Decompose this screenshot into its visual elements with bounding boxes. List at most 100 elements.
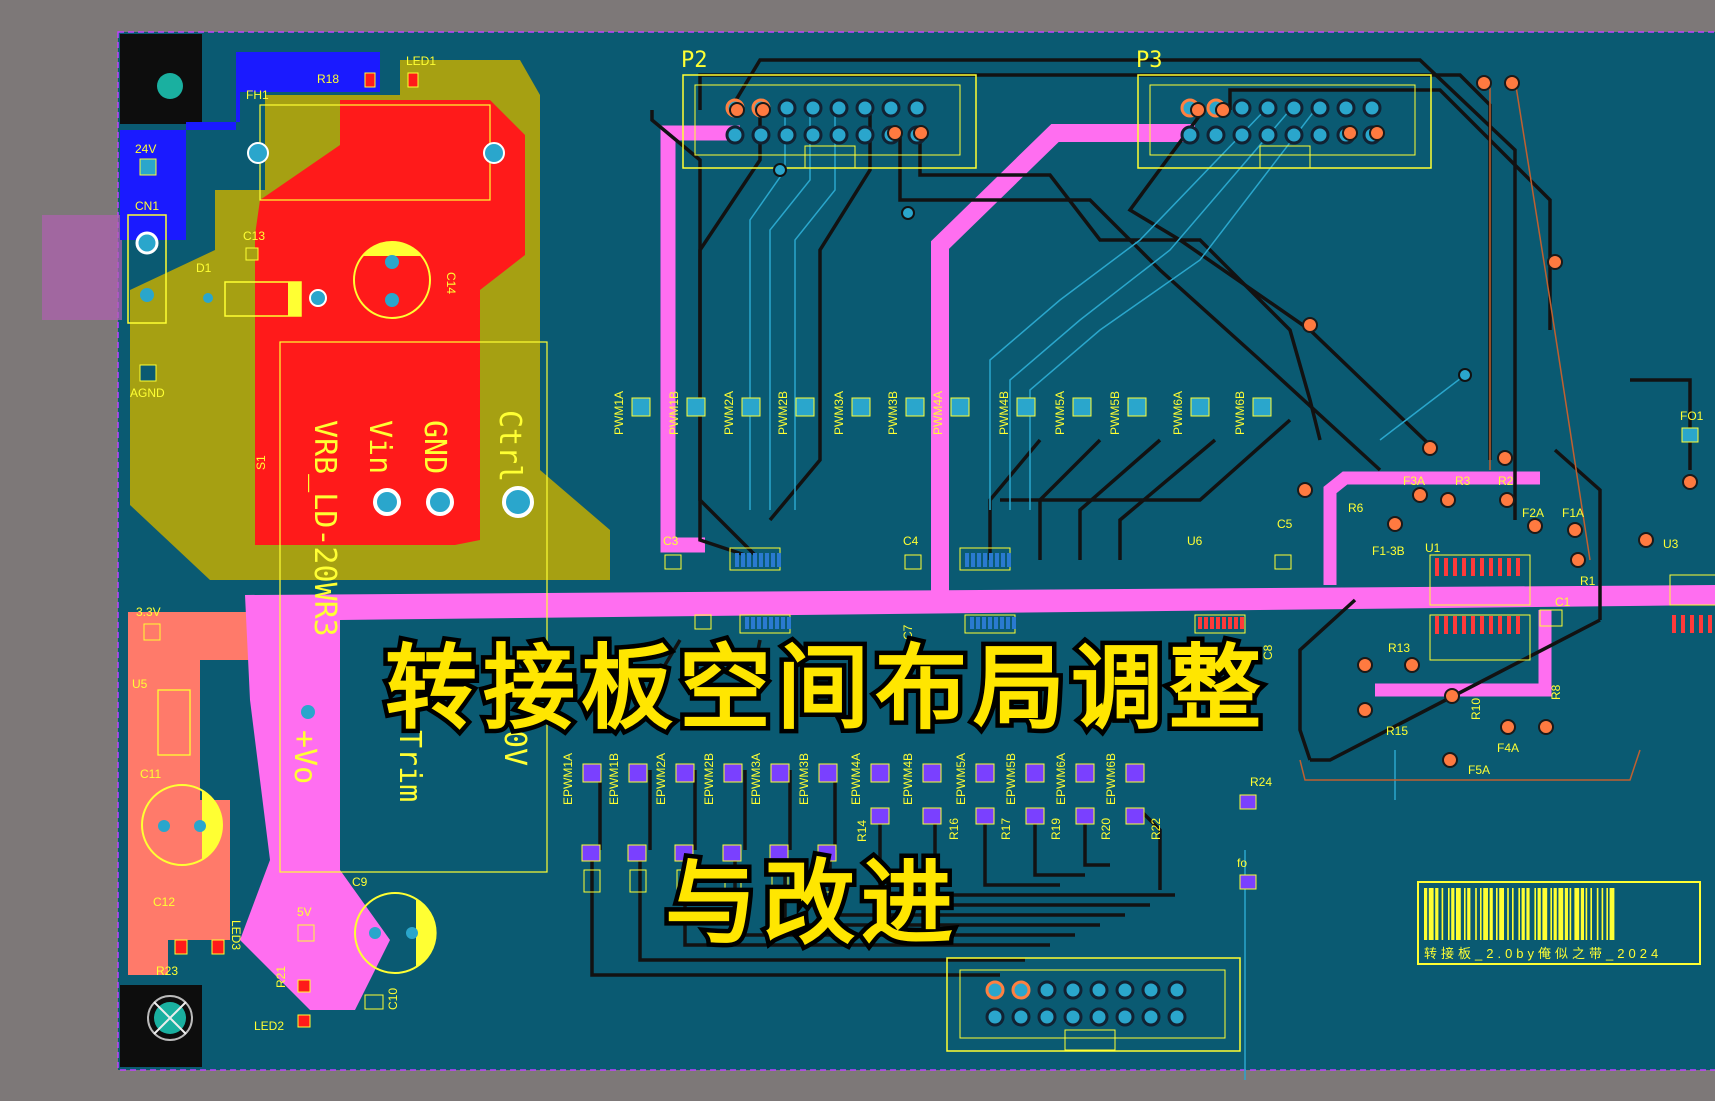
- connector-pin: [1011, 1007, 1031, 1027]
- vias: [729, 75, 1698, 768]
- resistor-pad: [1125, 807, 1145, 825]
- pad: [135, 231, 159, 255]
- connector-pin: [829, 98, 849, 118]
- via: [1682, 474, 1698, 490]
- resistor-pad: [722, 844, 742, 862]
- connector-p2[interactable]: P2: [681, 48, 977, 169]
- via: [1387, 516, 1403, 532]
- barcode-bar: [1590, 888, 1592, 940]
- designator-labels: R18 LED1 FH1 24V CN1 C13 D1 C14 AGND S1 …: [130, 54, 1704, 1033]
- label-r8: R8: [1549, 684, 1563, 700]
- capacitor-c14-polarity: [362, 241, 422, 256]
- epwm-pad: [1025, 763, 1045, 783]
- pwm-pad: [795, 397, 815, 417]
- barcode-bar: [1574, 888, 1580, 940]
- pwm-label: PWM2A: [722, 391, 736, 435]
- barcode-bar: [1467, 888, 1471, 940]
- pwm-pad: [950, 397, 970, 417]
- barcode-bar: [1542, 888, 1548, 940]
- connector-pin: [1258, 98, 1278, 118]
- ic-pin: [741, 553, 745, 567]
- connector-p3[interactable]: P3: [1136, 48, 1432, 169]
- ic-pin: [1699, 615, 1703, 633]
- ic-pin: [1507, 616, 1511, 634]
- via: [1504, 75, 1520, 91]
- epwm-label: EPWM5B: [1004, 753, 1018, 805]
- ic-pin: [1690, 615, 1694, 633]
- resistor-pad: [674, 844, 694, 862]
- ic-pin: [1006, 617, 1010, 629]
- via: [1297, 482, 1313, 498]
- connector-bottom[interactable]: [946, 957, 1241, 1052]
- ic-pin: [775, 617, 779, 629]
- barcode-bar: [1526, 888, 1530, 940]
- ic-pin: [751, 617, 755, 629]
- label-f1a: F1A: [1562, 506, 1584, 520]
- barcode-bar: [1606, 888, 1608, 940]
- ic-pin: [777, 553, 781, 567]
- resistor-pad: [975, 807, 995, 825]
- epwm-label: EPWM1B: [607, 753, 621, 805]
- ic-pin: [1240, 617, 1244, 629]
- label-r24: R24: [1250, 775, 1272, 789]
- via: [729, 102, 745, 118]
- connector-pin: [1167, 980, 1187, 1000]
- pad: [369, 927, 381, 939]
- ic-pin: [983, 553, 987, 567]
- test-point-agnd: [139, 364, 157, 382]
- label-u5: U5: [132, 677, 148, 691]
- ic-pin: [759, 553, 763, 567]
- connector-pin: [1258, 125, 1278, 145]
- connector-pin: [1167, 1007, 1187, 1027]
- ic-pin: [971, 553, 975, 567]
- pwm-pad: [1072, 397, 1092, 417]
- barcode-bar: [1496, 888, 1498, 940]
- via: [1369, 125, 1385, 141]
- overlay-title-line1: 转接板空间布局调整: [385, 634, 1267, 742]
- ic-pin: [1681, 615, 1685, 633]
- epwm-label: EPWM6A: [1054, 753, 1068, 805]
- module-pin-trim: Trim: [392, 730, 427, 802]
- connector-pin: [1115, 1007, 1135, 1027]
- barcode-bar: [1564, 888, 1568, 940]
- mount-hole-top-pad: [157, 73, 183, 99]
- connector-pin: [803, 125, 823, 145]
- barcode-bar: [1489, 888, 1493, 940]
- label-f4a: F4A: [1497, 741, 1519, 755]
- via: [1638, 532, 1654, 548]
- label-f3a: F3A: [1403, 474, 1425, 488]
- pad: [194, 820, 206, 832]
- epwm-pad: [1075, 763, 1095, 783]
- label-f13b: F1-3B: [1372, 544, 1405, 558]
- test-point-5v: [297, 924, 315, 942]
- connector-pin: [803, 98, 823, 118]
- label-r13: R13: [1388, 641, 1410, 655]
- module-pin-0v: 0V: [497, 730, 532, 766]
- epwm-pad: [628, 763, 648, 783]
- ic-pin: [1708, 615, 1712, 633]
- pwm-label: PWM6A: [1171, 391, 1185, 435]
- resistor-pad: [627, 844, 647, 862]
- barcode-bar: [1609, 888, 1615, 940]
- ic-pin: [753, 553, 757, 567]
- ic-pin: [1435, 616, 1439, 634]
- connector-pin: [1141, 980, 1161, 1000]
- via: [1499, 492, 1515, 508]
- connector-pin: [1284, 125, 1304, 145]
- via: [1444, 688, 1460, 704]
- label-led1: LED1: [406, 54, 436, 68]
- via: [1458, 368, 1472, 382]
- label-r18: R18: [317, 72, 339, 86]
- via: [1500, 719, 1516, 735]
- pad-gnd: [426, 488, 454, 516]
- connector-cn1[interactable]: [127, 214, 167, 324]
- ic-pin: [1000, 617, 1004, 629]
- epwm-pad: [922, 763, 942, 783]
- label-r21: R21: [274, 966, 288, 988]
- ic-pin: [1453, 558, 1457, 576]
- epwm-label: EPWM3B: [797, 753, 811, 805]
- ic-pin: [1507, 558, 1511, 576]
- connector-pin: [1037, 1007, 1057, 1027]
